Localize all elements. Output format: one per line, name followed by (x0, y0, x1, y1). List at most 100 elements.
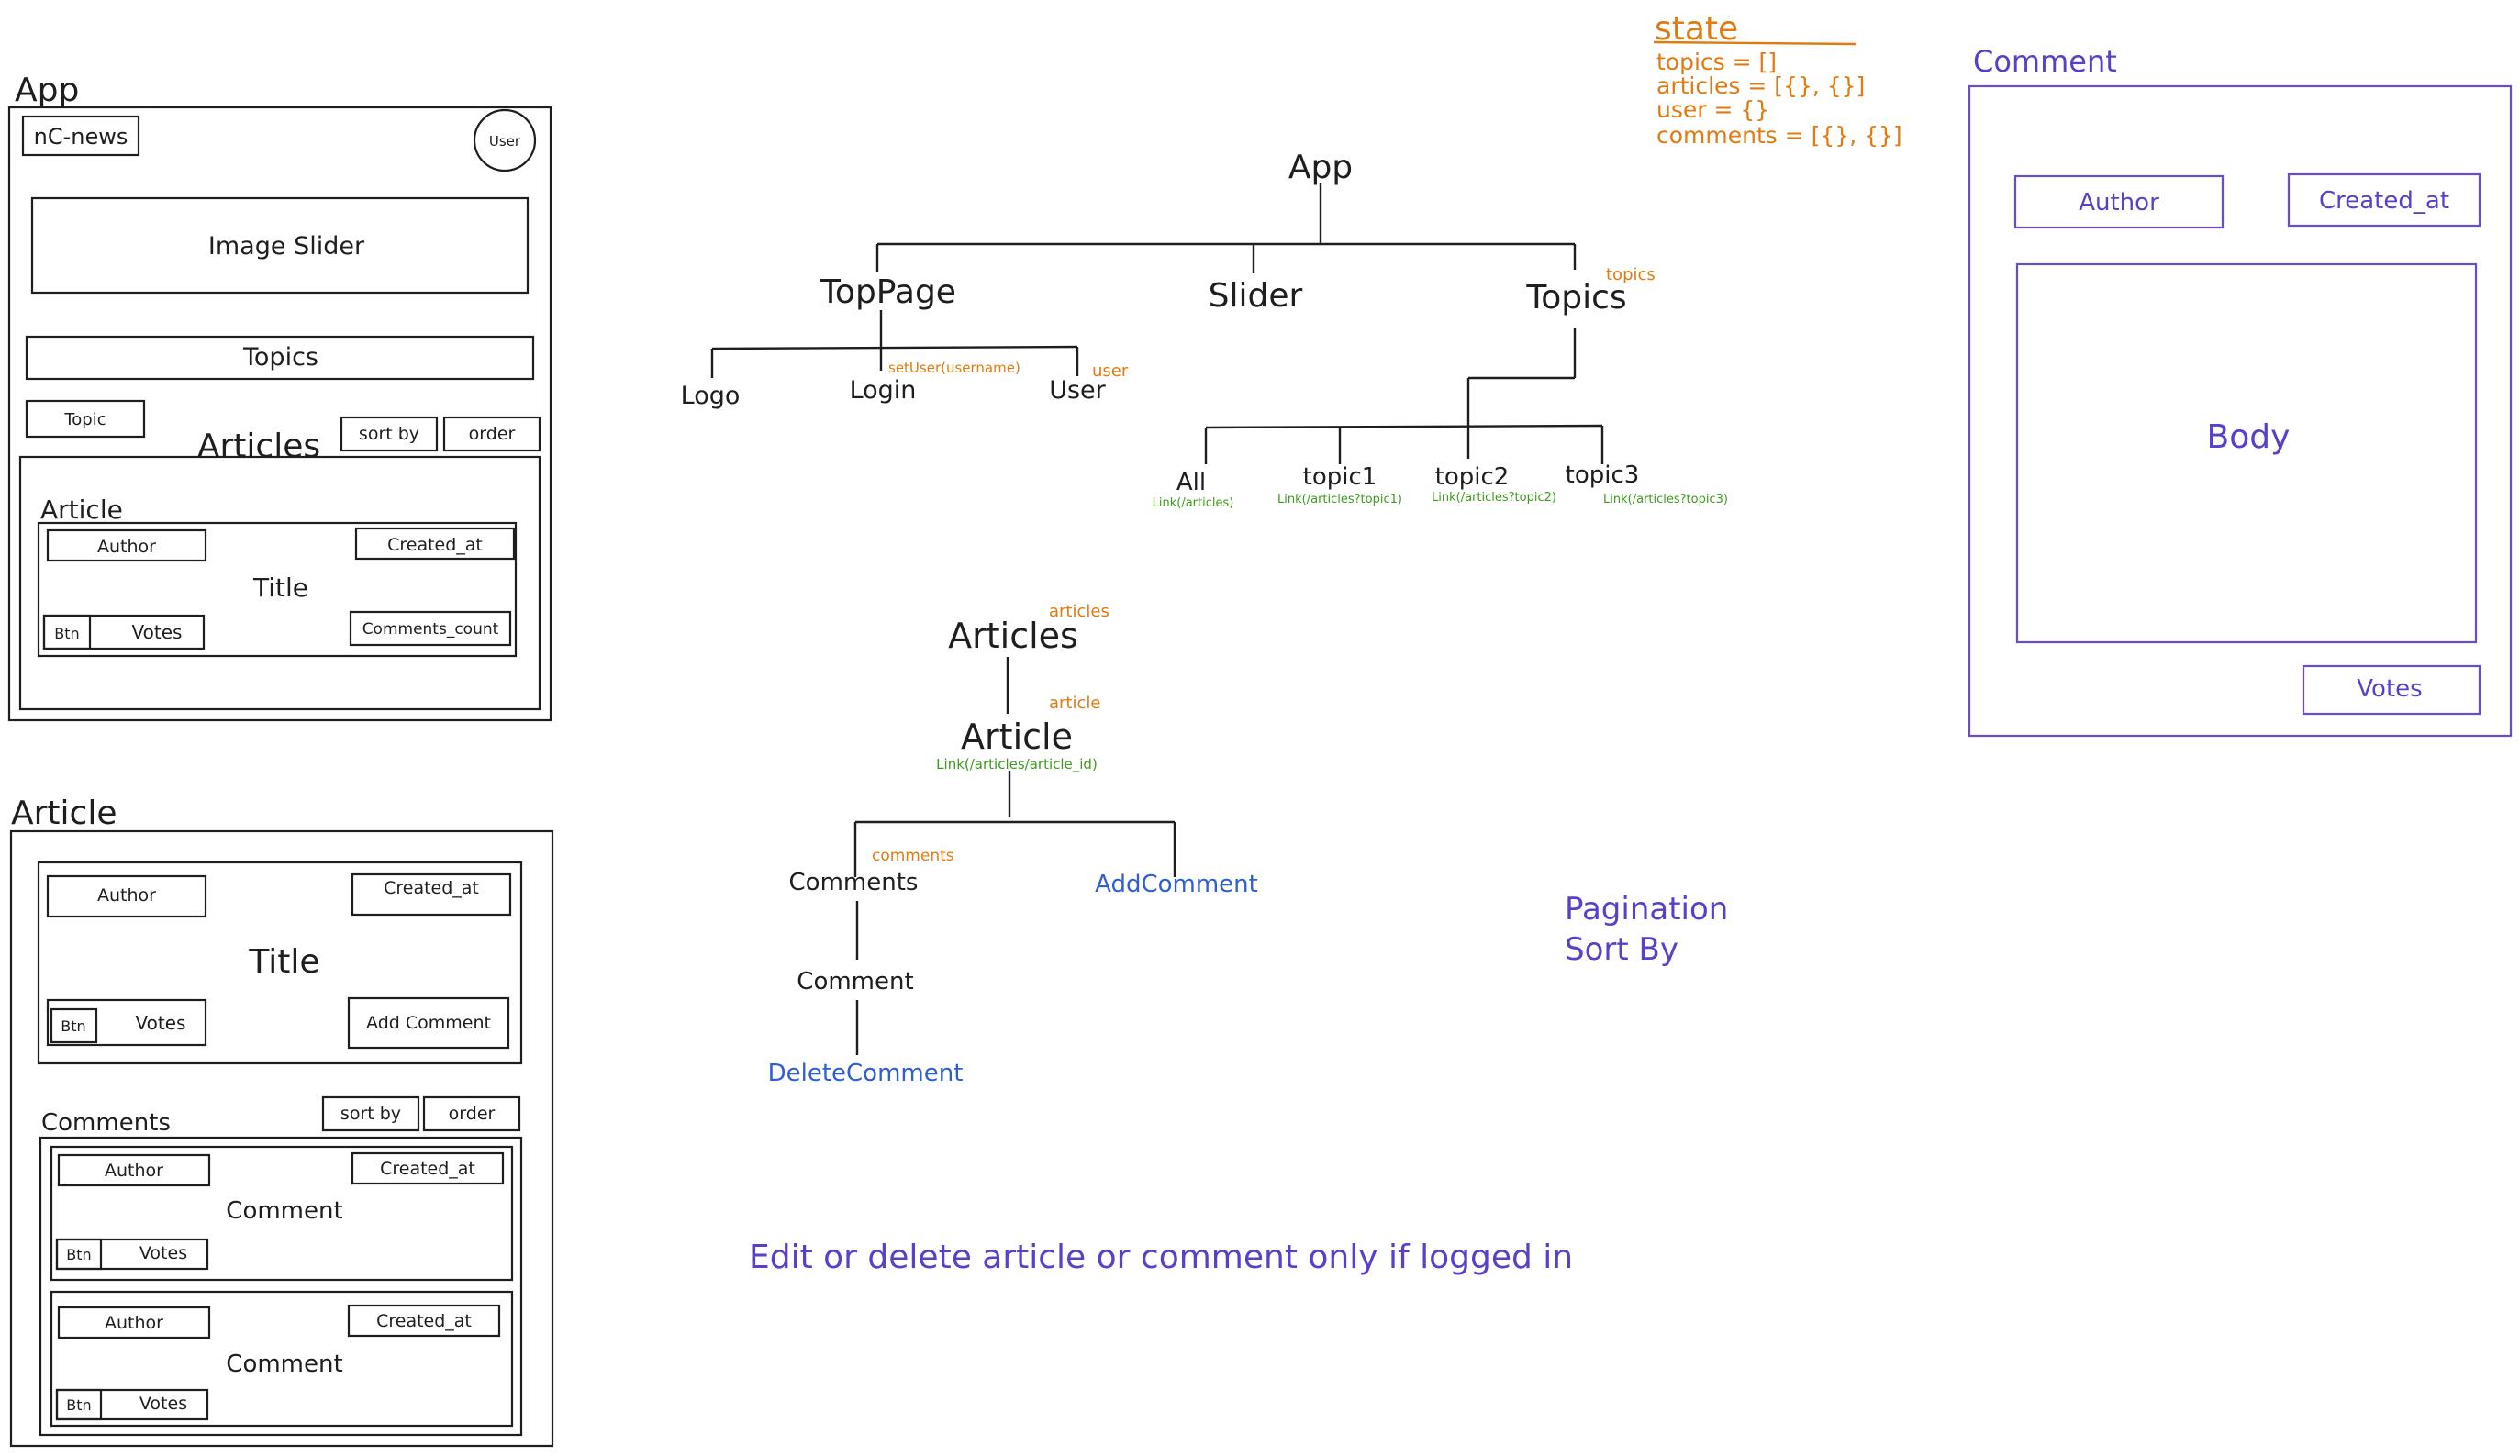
comment-btn-box (55, 1238, 103, 1271)
state-label-comments: comments (872, 847, 954, 865)
order-label: order (469, 424, 516, 444)
article-btn-box (42, 614, 92, 650)
state-label-article: article (1049, 694, 1100, 713)
tree-node-comments: Comments (789, 869, 919, 896)
detail-author-label: Author (97, 885, 156, 906)
comment-created-label: Created_at (380, 1159, 475, 1179)
comment-created-label: Created_at (376, 1311, 472, 1331)
tree-node-article: Article (961, 717, 1073, 757)
comment-wire-votes-label: Votes (2357, 675, 2422, 703)
note-edit-delete: Edit or delete article or comment only i… (749, 1239, 1573, 1276)
state-line: comments = [{}, {}] (1656, 122, 1902, 149)
order-button (442, 416, 541, 452)
article-label: Article (40, 495, 123, 525)
note-sort-by: Sort By (1565, 931, 1678, 968)
comments-count-label: Comments_count (362, 620, 499, 639)
comment-author-label: Author (105, 1313, 163, 1333)
comment-wire-body-box (2015, 262, 2478, 644)
comments-list-box (39, 1136, 523, 1437)
comment-votes-label: Votes (139, 1394, 187, 1414)
connector (711, 345, 1078, 350)
tree-node-logo: Logo (681, 382, 741, 410)
state-underline (1653, 40, 1857, 46)
detail-votes-box (46, 998, 207, 1047)
comment-author-box (57, 1153, 211, 1187)
tree-node-topics: Topics (1525, 279, 1626, 317)
app-frame (7, 106, 552, 722)
tree-node-user: User (1049, 376, 1106, 405)
article-created-box (354, 527, 516, 561)
article-votes-label: Votes (132, 621, 183, 643)
comment-card (50, 1290, 514, 1428)
tree-node-addcomment: AddComment (1095, 871, 1258, 898)
article-author-box (46, 528, 207, 562)
comment-wireframe-title: Comment (1973, 44, 2117, 79)
tree-node-topic: All (1176, 469, 1206, 496)
detail-btn-label: Btn (61, 1017, 85, 1035)
logo-label: nC-news (34, 124, 128, 150)
comment-btn-label: Btn (66, 1246, 91, 1263)
comment-wire-created-label: Created_at (2319, 187, 2449, 215)
comment-wire-author-box (2013, 174, 2225, 229)
notes: Pagination Sort By Edit or delete articl… (749, 891, 1728, 1276)
tree-node-articles: Articles (948, 616, 1078, 656)
detail-btn-box (50, 1007, 98, 1044)
comments-sort-by-button (321, 1095, 420, 1132)
topics-bar (25, 335, 535, 381)
link-label-article: Link(/articles/article_id) (936, 756, 1098, 773)
logo-box (21, 115, 140, 157)
tree-node-app: App (1288, 149, 1353, 186)
comment-text: Comment (226, 1350, 342, 1378)
state-label-user: user (1092, 361, 1129, 381)
user-avatar (473, 108, 537, 172)
article-detail-card (37, 861, 523, 1065)
state-line: topics = [] (1656, 49, 1777, 75)
article-author-label: Author (97, 537, 156, 557)
link-label: Link(/articles) (1153, 496, 1234, 510)
detail-author-box (46, 874, 207, 918)
state-label-topics: topics (1606, 265, 1656, 284)
tree-node-login: Login (850, 376, 917, 405)
image-slider-label: Image Slider (208, 232, 365, 261)
link-label: Link(/articles?topic2) (1432, 491, 1556, 505)
comment-author-box (57, 1306, 211, 1339)
tree-node-topic: topic2 (1435, 463, 1510, 491)
comment-created-box (351, 1151, 505, 1185)
article-frame (9, 829, 554, 1448)
topics-bar-label: Topics (242, 343, 318, 372)
article-wireframe-title: Article (11, 795, 117, 832)
detail-title: Title (248, 943, 319, 981)
article-wireframe: Article Author Created_at Title Btn Vote… (9, 795, 554, 1448)
topic-button-label: Topic (63, 410, 106, 429)
tree-node-topic: topic3 (1566, 461, 1640, 489)
comments-count-box (349, 610, 512, 647)
state-line: articles = [{}, {}] (1656, 72, 1865, 99)
comments-order-button (422, 1095, 521, 1132)
detail-created-box (351, 872, 512, 917)
comment-created-box (347, 1304, 501, 1338)
comment-votes-label: Votes (139, 1243, 187, 1263)
note-pagination: Pagination (1565, 891, 1728, 928)
articles-list-box (18, 455, 541, 711)
connector (1205, 424, 1603, 429)
user-avatar-label: User (489, 133, 521, 150)
app-wireframe: App nC-news User Image Slider Topics Top… (7, 72, 552, 722)
article-btn-label: Btn (54, 625, 79, 642)
app-wireframe-title: App (15, 72, 79, 109)
prop-label-setuser: setUser(username) (888, 360, 1020, 376)
comment-wire-votes-box (2302, 664, 2481, 716)
article-title: Title (252, 572, 308, 603)
comments-sort-by-label: sort by (340, 1104, 401, 1124)
comment-wire-author-label: Author (2079, 189, 2159, 217)
comments-heading: Comments (41, 1109, 171, 1137)
comment-author-label: Author (105, 1161, 163, 1181)
comment-wire-body-label: Body (2207, 418, 2291, 456)
comment-wireframe: Comment Author Created_at Body Votes (1968, 44, 2513, 738)
comment-card (50, 1145, 514, 1282)
detail-votes-label: Votes (136, 1012, 186, 1034)
article-card (37, 521, 518, 658)
tree-node-deletecomment: DeleteComment (768, 1060, 964, 1087)
comment-btn-box (55, 1388, 103, 1421)
add-comment-box (347, 996, 510, 1050)
